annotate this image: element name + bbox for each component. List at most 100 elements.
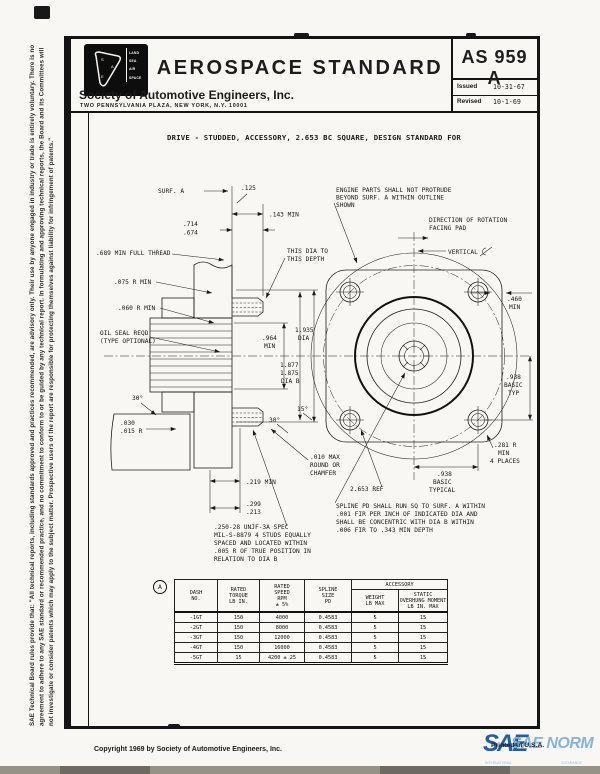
- sae-disclaimer-text: SAE Technical Board rules provide that: …: [29, 44, 55, 726]
- label-bc-ref: 2.653 REF: [350, 486, 384, 493]
- label-angle-b: 15°: [297, 405, 308, 413]
- cell-spline: 0.4583: [304, 611, 352, 623]
- label-rotation: FACING PAD: [429, 225, 467, 232]
- sae-norm-watermark: SAE SAE NORM Printed in U.S.A. INTERNATI…: [483, 728, 600, 770]
- label-round-chamfer: CHAMFER: [310, 470, 336, 477]
- cell-weight: 5: [351, 652, 399, 664]
- col-header-spline: SPLINE SIZE PD: [304, 579, 352, 613]
- label-stud-note: .250-28 UNJF-3A SPEC: [214, 524, 289, 531]
- cell-dash: -5GT: [174, 652, 218, 664]
- table-row: -1GT 150 4000 0.4583 5 15: [174, 611, 449, 623]
- cell-weight: 5: [351, 642, 399, 653]
- label-corner-dims: .015 R: [120, 428, 143, 435]
- cell-dash: -3GT: [174, 632, 218, 643]
- issued-label: Issued: [457, 83, 478, 90]
- printed-in-usa: Printed in U.S.A.: [491, 742, 545, 749]
- stud-hole: [336, 406, 364, 434]
- label-stud-note: .005 R OF TRUE POSITION IN: [214, 548, 311, 555]
- cell-torque: 15: [217, 652, 260, 664]
- svg-text:S: S: [101, 57, 104, 62]
- table-row: -3GT 150 12000 0.4583 5 15: [174, 632, 449, 643]
- label-pilot-dia: DIA: [298, 335, 309, 342]
- label-engine-note: ENGINE PARTS SHALL NOT PROTRUDE: [336, 187, 452, 194]
- label-hole-offset: TYP: [508, 390, 519, 397]
- col-header-moment: STATIC OVERHUNG MOMENT LB IN. MAX: [397, 589, 449, 613]
- label-full-thread: .689 MIN FULL THREAD: [96, 250, 171, 257]
- cell-weight: 5: [351, 622, 399, 633]
- label-spline-note: SHALL BE CONCENTRIC WITH DIA B WITHIN: [336, 519, 474, 526]
- dimension-callouts: SURF. A .125 .143 MIN .714 .674 .689 MIN…: [96, 185, 533, 563]
- watermark-sub-right: CLEARANCE: [561, 761, 582, 765]
- cell-speed: 16000: [259, 642, 305, 653]
- document-type-title: AEROSPACE STANDARD: [156, 57, 444, 79]
- watermark-sub-left: INTERNATIONAL: [485, 761, 512, 765]
- technical-drawing: SURF. A .125 .143 MIN .714 .674 .689 MIN…: [96, 185, 533, 563]
- label-corner-radius: MIN: [498, 450, 509, 457]
- watermark-text: SAE NORM: [511, 735, 594, 752]
- label-stud-note: RELATION TO DIA B: [214, 556, 278, 563]
- cell-spline: 0.4583: [304, 642, 352, 653]
- logo-word: AIR: [129, 67, 136, 72]
- label-spline-note: .006 FIR TO .343 MIN DEPTH: [336, 527, 433, 534]
- label-this-dia: THIS DIA TO: [287, 248, 328, 255]
- cell-speed: 12000: [259, 632, 305, 643]
- scan-artifact: [34, 6, 50, 19]
- scan-artifact: [466, 33, 476, 37]
- svg-text:E: E: [101, 74, 104, 79]
- label-chamfer: .125: [241, 185, 256, 192]
- cell-dash: -1GT: [174, 611, 218, 623]
- svg-text:A: A: [111, 64, 114, 69]
- label-fillet-b: .060 R MIN: [118, 305, 156, 312]
- label-corner-radius: 4 PLACES: [490, 458, 520, 465]
- organization-address: TWO PENNSYLVANIA PLAZA, NEW YORK, N.Y. 1…: [80, 103, 248, 109]
- copyright-line: Copyright 1969 by Society of Automotive …: [94, 746, 283, 753]
- revised-label: Revised: [457, 98, 482, 105]
- label-corner-radius: .281 R: [494, 442, 517, 449]
- label-hole-offset: BASIC: [504, 382, 523, 389]
- sae-triangle-emblem: S A E: [94, 51, 122, 87]
- front-view: [104, 232, 532, 480]
- label-spline-note: .001 FIR PER INCH OF INDICATED DIA AND: [336, 511, 478, 518]
- label-stud-height: .674: [183, 230, 198, 237]
- col-header-dash: DASH NO.: [174, 579, 218, 613]
- watermark-sae-glyph: SAE: [483, 730, 528, 757]
- table-row: -2GT 150 8000 0.4583 5 15: [174, 622, 449, 633]
- label-hole-spacing: TYPICAL: [429, 487, 455, 494]
- logo-word: LAND: [129, 51, 140, 55]
- revision-mark: A: [153, 580, 167, 594]
- col-header-weight: WEIGHT LB MAX: [351, 589, 399, 613]
- label-vertical-centerline: VERTICAL: [448, 249, 478, 256]
- organization-name: Society of Automotive Engineers, Inc.: [79, 88, 294, 102]
- label-hole-offset: .938: [506, 374, 521, 381]
- label-round-chamfer: .010 MAX: [310, 454, 340, 461]
- label-oil-seal: OIL SEAL REQD: [100, 330, 149, 337]
- centerline-symbol: [479, 246, 493, 257]
- cell-spline: 0.4583: [304, 622, 352, 633]
- label-dia-b: 1.875: [280, 370, 299, 377]
- label-edge-min: MIN: [509, 304, 520, 311]
- cell-weight: 5: [351, 632, 399, 643]
- issued-date: 10-31-67: [493, 83, 525, 91]
- logo-word: SPACE: [129, 75, 142, 80]
- stud-hole: [464, 278, 492, 306]
- label-stud-note: MIL-S-8879 4 STUDS EQUALLY: [214, 532, 311, 539]
- label-engine-note: SHOWN: [336, 202, 355, 209]
- cell-moment: 15: [397, 642, 449, 653]
- standard-number: AS 959 A: [461, 47, 528, 88]
- cell-speed: 4000: [259, 611, 305, 623]
- cell-dash: -2GT: [174, 622, 218, 633]
- table-row: -4GT 150 16000 0.4583 5 15: [174, 642, 449, 653]
- cell-moment: 15: [397, 632, 449, 643]
- section-view: [110, 186, 264, 471]
- label-protrusion: .143 MIN: [269, 212, 299, 219]
- cell-moment: 15: [397, 652, 449, 664]
- label-round-chamfer: ROUND OR: [310, 462, 340, 469]
- cell-speed: 4200 ± 25: [259, 652, 305, 664]
- cell-dash: -4GT: [174, 642, 218, 653]
- label-spline-note: SPLINE PD SHALL RUN SQ TO SURF. A WITHIN: [336, 503, 485, 510]
- label-engine-note: BEYOND SURF. A WITHIN OUTLINE: [336, 195, 444, 202]
- table-row: -5GT 15 4200 ± 25 0.4583 5 15: [174, 652, 449, 664]
- label-surf-a: SURF. A: [158, 188, 184, 195]
- label-hole-spacing: .938: [437, 471, 452, 478]
